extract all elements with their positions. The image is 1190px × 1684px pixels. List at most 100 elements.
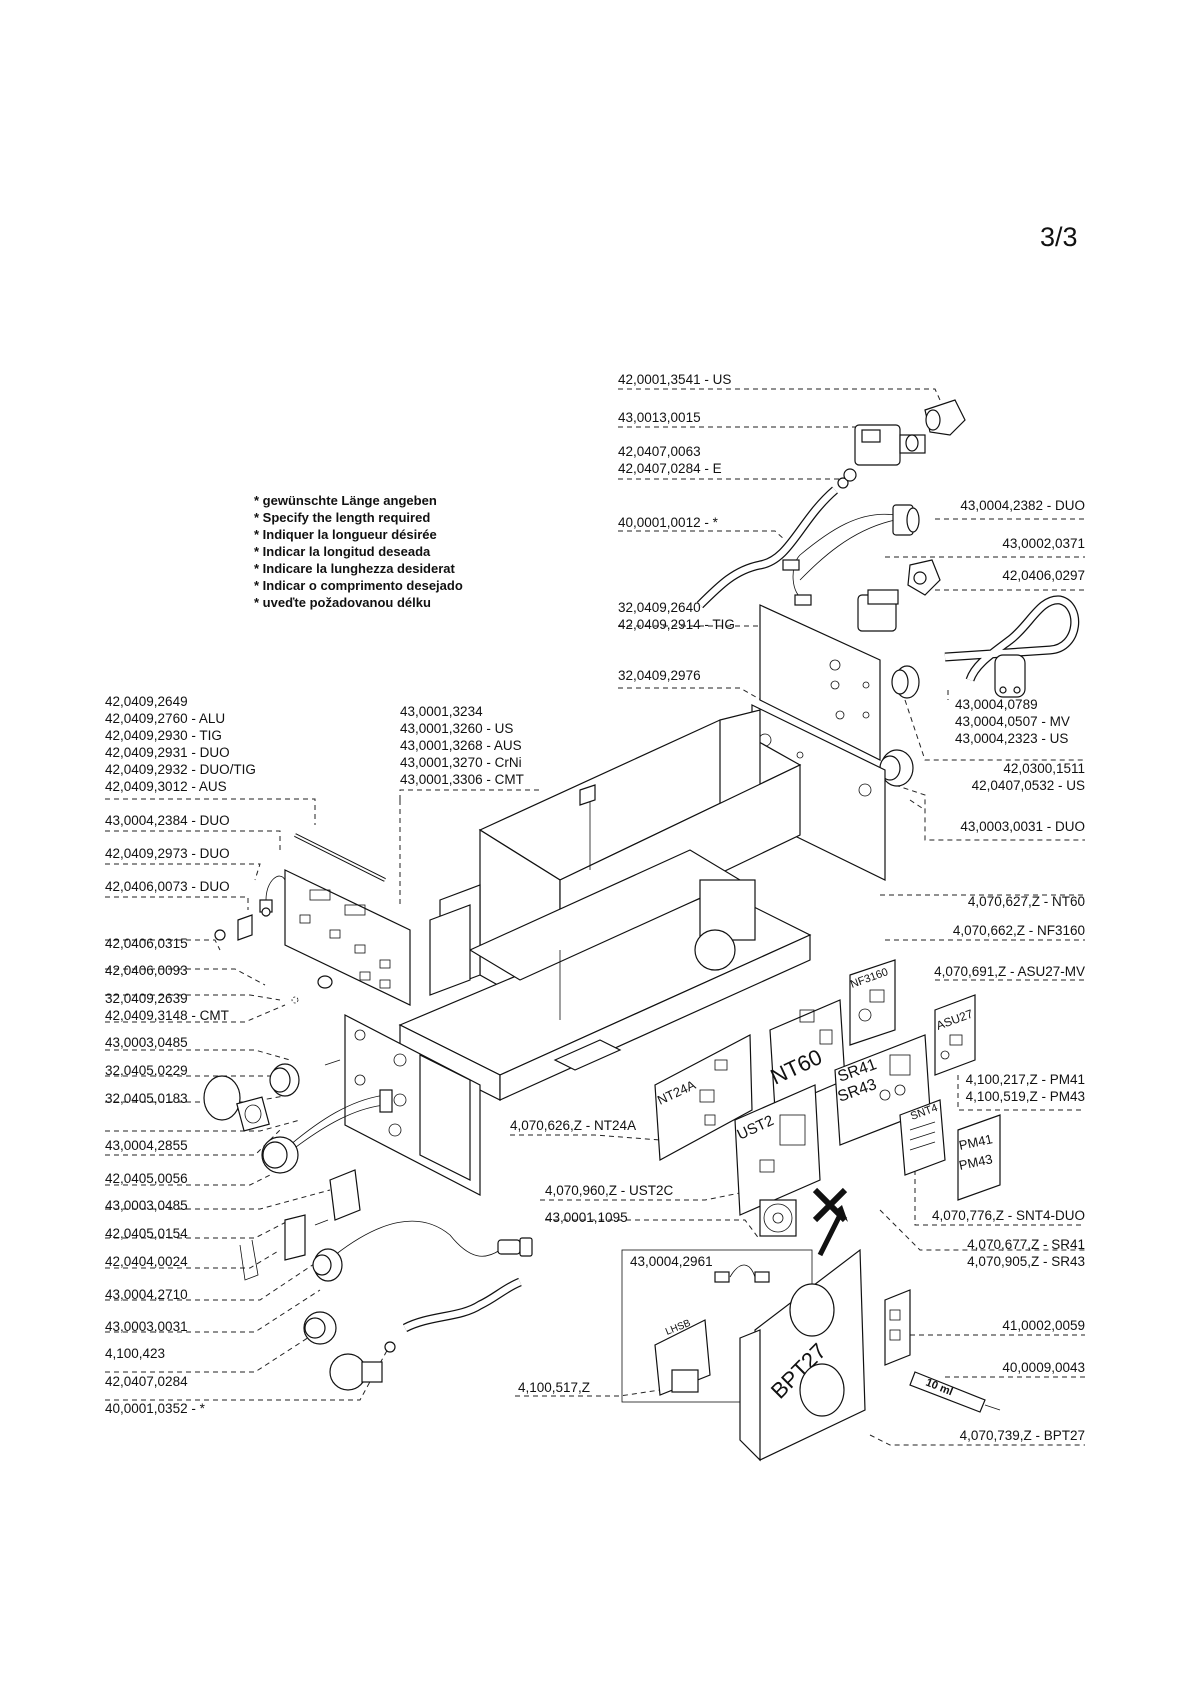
- part-number: 40,0009,0043: [1002, 1360, 1085, 1375]
- part-number: 42,0406,0073 - DUO: [105, 879, 230, 894]
- screw: [324, 1059, 341, 1066]
- part-label-snt4: 4,070,776,Z - SNT4-DUO: [900, 1207, 1085, 1224]
- note-line: * Indicar o comprimento desejado: [254, 578, 463, 593]
- part-number: 40,0001,0012 - *: [618, 515, 718, 530]
- part-number: 4,070,662,Z - NF3160: [952, 923, 1085, 938]
- part-label-screw-2: 43,0003,0485: [105, 1197, 188, 1214]
- part-number: 4,070,905,Z - SR43: [967, 1254, 1085, 1269]
- page-number: 3/3: [1040, 222, 1078, 252]
- knob-small: [291, 975, 333, 1004]
- thermal-paste-syringe: 10 ml: [909, 1371, 1001, 1413]
- part-number: 43,0003,0031: [105, 1319, 188, 1334]
- part-number: 41,0002,0059: [1002, 1318, 1085, 1333]
- part-number: 42,0409,2914 - TIG: [618, 617, 735, 632]
- part-number: 42,0409,3148 - CMT: [105, 1008, 229, 1023]
- gas-connector: [303, 1248, 396, 1391]
- part-label-thermal-paste: 40,0009,0043: [900, 1359, 1085, 1376]
- part-label-holder: 42,0405,0056: [105, 1170, 188, 1187]
- part-label-clip: 42,0405,0154: [105, 1225, 188, 1242]
- mains-cable: [944, 595, 1080, 698]
- part-number: 43,0001,3306 - CMT: [400, 772, 524, 787]
- part-label-gas-hose: 40,0001,0012 - *: [618, 514, 718, 531]
- note-line: * Indicare la lunghezza desiderat: [254, 561, 455, 576]
- pcb-nt24a: NT24A: [654, 1034, 753, 1161]
- part-number: 42,0001,3541 - US: [618, 372, 732, 387]
- part-number: 32,0409,2976: [618, 668, 701, 683]
- part-label-fan: 43,0001,1095: [545, 1209, 628, 1226]
- part-number: 42,0409,2973 - DUO: [105, 846, 230, 861]
- knob: [907, 559, 941, 596]
- part-label-lhsb: 4,100,517,Z: [518, 1379, 590, 1396]
- part-number: 42,0300,1511: [1003, 761, 1085, 776]
- part-number: 42,0404,0024: [105, 1254, 188, 1269]
- part-label-asu27: 4,070,691,Z - ASU27-MV: [900, 963, 1085, 980]
- gas-hose: [696, 486, 838, 609]
- part-number: 42,0409,2930 - TIG: [105, 728, 222, 743]
- part-number: 43,0001,3260 - US: [400, 721, 514, 736]
- part-number: 42,0409,2931 - DUO: [105, 745, 230, 760]
- relay: [857, 589, 899, 632]
- pcb-nt60: NT60: [767, 999, 846, 1111]
- part-number: 43,0003,0485: [105, 1198, 188, 1213]
- length-notes: * gewünschte Länge angeben * Specify the…: [254, 492, 463, 611]
- small-bracket: [214, 914, 253, 941]
- part-number: 42,0407,0284: [105, 1374, 188, 1389]
- part-label-spring: 42,0404,0024: [105, 1253, 188, 1270]
- part-label-duo-bracket: 42,0409,2973 - DUO: [105, 845, 230, 862]
- board-marking: PM41: [958, 1131, 994, 1153]
- part-number: 43,0013,0015: [618, 410, 701, 425]
- part-number: 42,0406,0297: [1002, 568, 1085, 583]
- control-foil: [284, 869, 411, 1006]
- part-label-central-cable: 43,0004,2855: [105, 1137, 188, 1154]
- note-line: * gewünschte Länge angeben: [254, 493, 437, 508]
- part-number: 42,0407,0532 - US: [971, 778, 1085, 793]
- part-label-pm41-pm43: 4,100,217,Z - PM41 4,100,519,Z - PM43: [900, 1071, 1085, 1105]
- part-label-ust2c: 4,070,960,Z - UST2C: [545, 1182, 673, 1199]
- part-label-gas-connector: 4,100,423: [105, 1345, 165, 1362]
- part-number: 42,0407,0063: [618, 444, 701, 459]
- part-number: 43,0001,3268 - AUS: [400, 738, 522, 753]
- part-number: 32,0405,0229: [105, 1063, 188, 1078]
- note-line: * Indicar la longitud deseada: [254, 544, 431, 559]
- spring-clip: [239, 1239, 259, 1281]
- part-label-lhsb-cable: 43,0004,2961: [630, 1253, 713, 1270]
- part-label-hose-clamp: 42,0407,0063 42,0407,0284 - E: [618, 443, 722, 477]
- part-label-rear-panel: 32,0409,2640 42,0409,2914 - TIG: [618, 599, 735, 633]
- pcb-asu27: ASU27: [934, 994, 976, 1076]
- pcb-nf3160: NF3160: [849, 959, 896, 1046]
- part-number: 4,070,691,Z - ASU27-MV: [934, 964, 1085, 979]
- duo-cable: [782, 504, 920, 606]
- part-number: 43,0004,2961: [630, 1254, 713, 1269]
- part-label-socket-cover: 32,0405,0183: [105, 1090, 188, 1107]
- part-number: 4,100,423: [105, 1346, 166, 1361]
- note-line: * Specify the length required: [254, 510, 431, 525]
- board-marking: PM43: [958, 1151, 994, 1173]
- part-number: 42,0405,0056: [105, 1171, 188, 1186]
- part-number: 32,0409,2640: [618, 600, 701, 615]
- part-label-hose-clamp-front: 42,0407,0284: [105, 1373, 188, 1390]
- part-label-screw: 43,0003,0485: [105, 1034, 188, 1051]
- part-number: 4,100,517,Z: [518, 1380, 591, 1395]
- part-number: 43,0001,3234: [400, 704, 483, 719]
- part-label-control-foil: 42,0409,2649 42,0409,2760 - ALU 42,0409,…: [105, 693, 256, 795]
- pcb-ust2: UST2: [734, 1084, 821, 1216]
- part-number: 4,070,776,Z - SNT4-DUO: [931, 1208, 1085, 1223]
- part-number: 43,0004,2384 - DUO: [105, 813, 230, 828]
- part-number: 43,0004,2855: [105, 1138, 188, 1153]
- part-number: 42,0409,2760 - ALU: [105, 711, 226, 726]
- potentiometer: [259, 875, 286, 917]
- part-label-solenoid: 43,0013,0015: [618, 409, 701, 426]
- leader-lines: [105, 388, 1085, 1446]
- gasket-strip: [294, 833, 386, 882]
- nut-fitting: [924, 399, 966, 436]
- part-number: 32,0409,2639: [105, 991, 188, 1006]
- part-number: 42,0406,0315: [105, 936, 188, 951]
- part-number: 42,0409,2932 - DUO/TIG: [105, 762, 256, 777]
- part-label-valve-nut: 42,0001,3541 - US: [618, 371, 731, 388]
- part-number: 42,0409,3012 - AUS: [105, 779, 227, 794]
- front-panel: [344, 1014, 481, 1196]
- part-label-nf3160: 4,070,662,Z - NF3160: [900, 922, 1085, 939]
- part-label-terminal-block: 41,0002,0059: [900, 1317, 1085, 1334]
- part-number: 43,0004,0507 - MV: [955, 714, 1070, 729]
